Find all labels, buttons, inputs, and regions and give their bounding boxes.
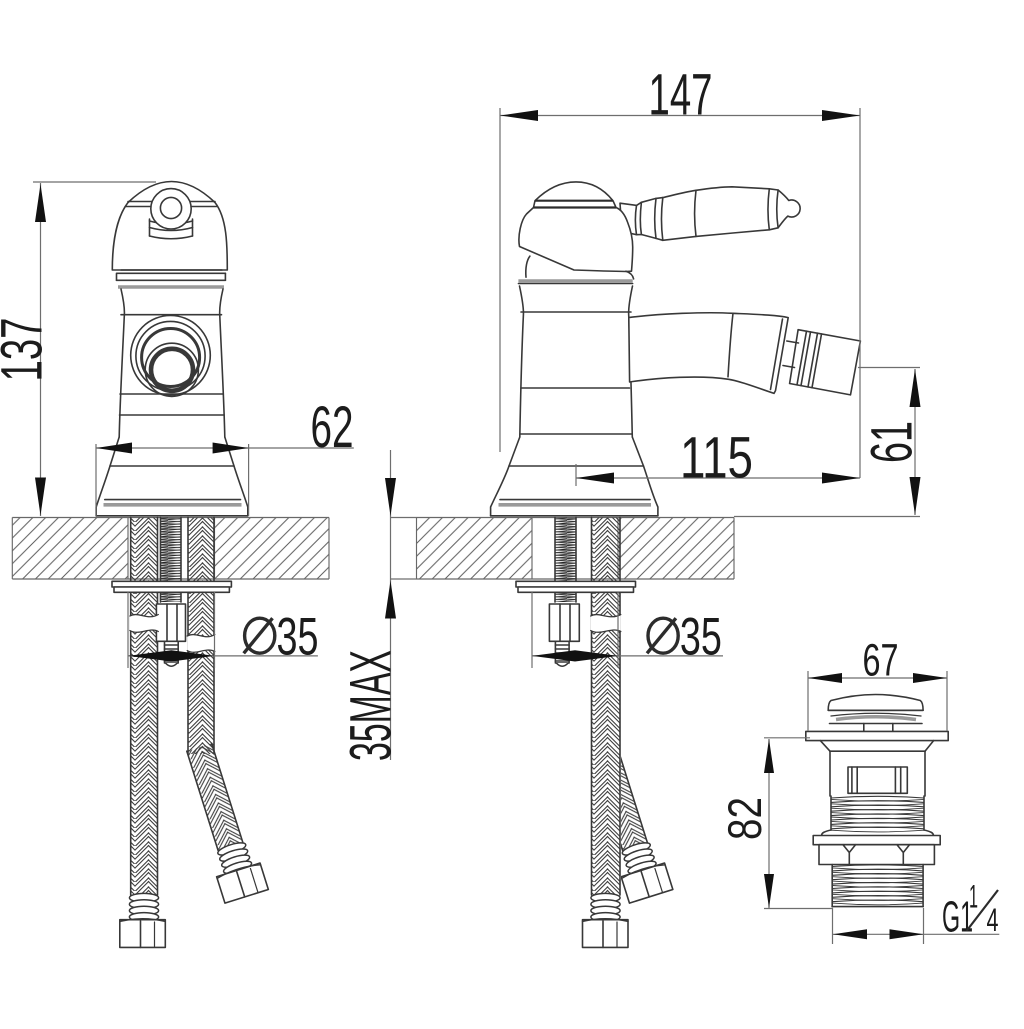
svg-text:1: 1 <box>969 879 978 915</box>
svg-text:35MAX: 35MAX <box>339 650 404 761</box>
svg-text:82: 82 <box>718 797 771 840</box>
svg-text:35: 35 <box>680 608 722 667</box>
svg-text:35: 35 <box>277 608 319 667</box>
svg-text:67: 67 <box>863 635 899 686</box>
svg-text:137: 137 <box>0 318 55 382</box>
svg-text:4: 4 <box>987 902 999 938</box>
svg-text:61: 61 <box>860 421 925 463</box>
svg-text:62: 62 <box>311 395 354 460</box>
svg-text:147: 147 <box>649 63 713 128</box>
svg-text:115: 115 <box>680 426 753 491</box>
svg-text:G1: G1 <box>942 892 973 941</box>
